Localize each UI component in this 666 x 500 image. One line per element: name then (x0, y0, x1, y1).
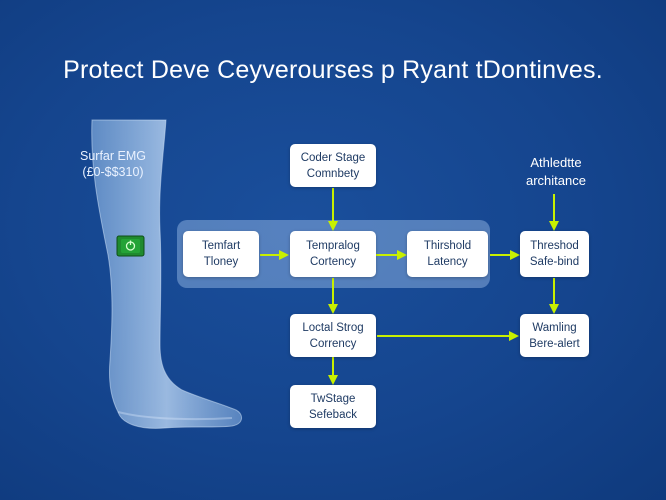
box-temfart-line-2: Tloney (203, 256, 239, 268)
box-twstage[interactable]: TwStage Sefeback (290, 385, 376, 428)
box-local-strog[interactable]: Loctal Strog Corrency (290, 314, 376, 357)
box-coder-stage-line-2: Comnbety (306, 167, 360, 180)
box-local-strog-line-1: Loctal Strog (302, 321, 364, 334)
box-warning-line-1: Wamling (532, 321, 577, 334)
box-temporal-line-2: Cortency (309, 256, 357, 268)
box-thirshold[interactable]: Thirshold Latency (407, 231, 488, 277)
page-title: Protect Deve Ceyverourses p Ryant tDonti… (63, 56, 603, 84)
power-icon (125, 240, 136, 251)
emg-label: Surfar EMG (£0-$$310) (70, 148, 156, 180)
box-temporal-line-1: Tempralog (306, 240, 360, 252)
annotation-line-1: Athledtte (530, 155, 582, 170)
box-twstage-line-1: TwStage (310, 392, 356, 405)
box-temfart[interactable]: Temfart Tloney (183, 231, 259, 277)
box-warning-line-2: Bere-alert (529, 337, 580, 350)
emg-sensor-icon (116, 235, 145, 257)
box-threshod-line-1: Threshod (530, 240, 579, 252)
leg-silhouette-icon (91, 119, 242, 429)
box-twstage-line-2: Sefeback (309, 408, 357, 421)
box-thirshold-line-1: Thirshold (423, 240, 472, 252)
emg-label-line-2: (£0-$$310) (82, 165, 144, 179)
architecture-annotation: Athledtte architance (508, 154, 604, 190)
box-threshod[interactable]: Threshod Safe-bind (520, 231, 589, 277)
emg-label-line-1: Surfar EMG (80, 149, 146, 163)
box-warning[interactable]: Wamling Bere-alert (520, 314, 589, 357)
box-coder-stage-line-1: Coder Stage (300, 151, 366, 164)
box-temfart-line-1: Temfart (201, 240, 241, 252)
box-thirshold-line-2: Latency (427, 256, 468, 268)
box-local-strog-line-2: Corrency (309, 337, 357, 350)
box-temporal[interactable]: Tempralog Cortency (290, 231, 376, 277)
box-threshod-line-2: Safe-bind (529, 256, 580, 268)
annotation-line-2: architance (526, 173, 586, 188)
box-coder-stage[interactable]: Coder Stage Comnbety (290, 144, 376, 187)
